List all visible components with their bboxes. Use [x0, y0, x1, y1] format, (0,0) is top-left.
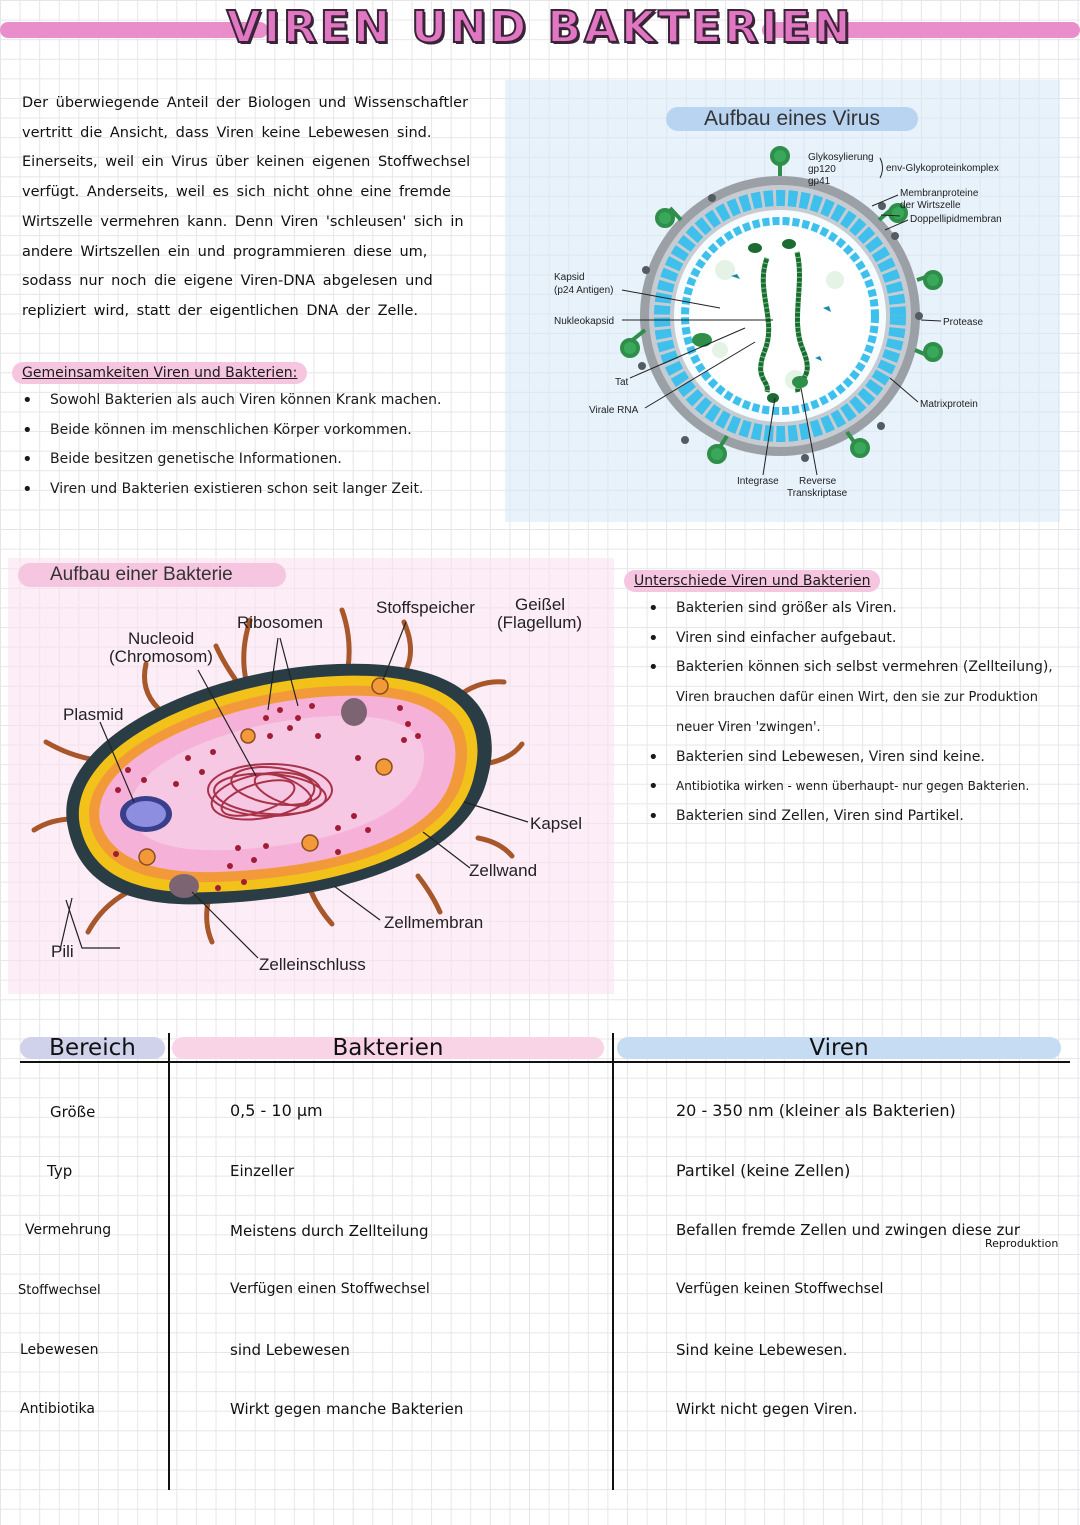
list-item-continuation: Viren brauchen dafür einen Wirt, den sie… [676, 690, 1039, 706]
intro-line: sodass nur noch die eigene Viren-DNA abg… [22, 273, 433, 290]
label-chromosom: (Chromosom) [109, 647, 213, 666]
label-matrixprotein: Matrixprotein [920, 399, 978, 410]
intro-line: vertritt die Ansicht, dass Viren keine L… [22, 124, 432, 141]
intro-line: Einerseits, weil ein Virus über keinen e… [22, 154, 471, 171]
common-heading: Gemeinsamkeiten Viren und Bakterien: [12, 362, 308, 384]
row-label-groesse: Größe [50, 1103, 96, 1121]
cell-bakterien-lebewesen: sind Lebewesen [230, 1341, 350, 1359]
cell-bakterien-antibiotika: Wirkt gegen manche Bakterien [230, 1400, 464, 1418]
cell-viren-antibiotika: Wirkt nicht gegen Viren. [676, 1400, 858, 1418]
label-integrase: Integrase [737, 476, 779, 487]
table-header-bakterien: Bakterien [172, 1037, 604, 1060]
differences-list: Bakterien sind größer als Viren. Viren s… [646, 594, 1076, 832]
row-label-antibiotika: Antibiotika [20, 1401, 95, 1417]
cell-viren-vermehrung-2: Reproduktion [985, 1237, 1059, 1250]
intro-text: Der überwiegende Anteil der Biologen und… [22, 89, 482, 327]
table-header-bereich: Bereich [20, 1037, 165, 1060]
common-list: Sowohl Bakterien als auch Viren können K… [20, 386, 490, 505]
label-plasmid: Plasmid [63, 705, 123, 724]
title-bar-left [0, 22, 268, 38]
row-label-typ: Typ [47, 1162, 73, 1180]
label-reverse: Reverse [799, 476, 837, 487]
label-transkriptase: Transkriptase [787, 488, 848, 499]
intro-line: andere Wirtszellen ein und programmieren… [22, 243, 428, 260]
list-item: Antibiotika wirken - wenn überhaupt- nur… [646, 772, 1076, 802]
cell-viren-vermehrung: Befallen fremde Zellen und zwingen diese… [676, 1221, 1021, 1239]
virus-diagram: Glykosylierung gp120 gp41 env-Glykoprote… [554, 146, 1002, 499]
cell-bakterien-typ: Einzeller [230, 1162, 294, 1180]
cell-viren-groesse: 20 - 350 nm (kleiner als Bakterien) [676, 1101, 956, 1120]
label-ribosomen: Ribosomen [237, 613, 323, 632]
label-flagellum: (Flagellum) [497, 613, 582, 632]
intro-line: Wirtszelle vermehren kann. Denn Viren 's… [22, 213, 464, 230]
intro-line: Der überwiegende Anteil der Biologen und… [22, 95, 469, 111]
table-header-viren: Viren [617, 1037, 1061, 1060]
label-protease: Protease [943, 317, 983, 328]
label-gp41: gp41 [808, 176, 831, 187]
label-doppellipidmembran: Doppellipidmembran [910, 214, 1002, 225]
intro-line: repliziert wird, statt der eigentlichen … [22, 302, 419, 319]
list-item: Bakterien können sich selbst vermehren (… [646, 653, 1076, 683]
row-label-vermehrung: Vermehrung [25, 1222, 112, 1238]
list-item: Beide besitzen genetische Informationen. [20, 445, 490, 475]
virus-diagram-title: Aufbau eines Virus [666, 107, 918, 131]
table-header-line [20, 1061, 1070, 1063]
row-label-stoffwechsel: Stoffwechsel [18, 1283, 101, 1298]
intro-line: verfügt. Anderseits, weil es sich nicht … [22, 184, 451, 201]
cell-viren-typ: Partikel (keine Zellen) [676, 1161, 851, 1180]
table-divider-2 [612, 1033, 614, 1490]
cell-viren-stoffwechsel: Verfügen keinen Stoffwechsel [676, 1281, 884, 1297]
bacteria-diagram-title: Aufbau einer Bakterie [18, 563, 286, 587]
page-title: VIREN UND BAKTERIEN [226, 1, 854, 54]
label-zellwand: Zellwand [469, 861, 537, 880]
label-virale-rna: Virale RNA [589, 405, 639, 416]
list-item: Viren und Bakterien existieren schon sei… [20, 475, 490, 505]
list-item: Bakterien sind Lebewesen, Viren sind kei… [646, 743, 1076, 773]
label-env-komplex: env-Glykoproteinkomplex [886, 163, 999, 174]
cell-bakterien-groesse: 0,5 - 10 µm [230, 1101, 323, 1120]
cell-viren-lebewesen: Sind keine Lebewesen. [676, 1341, 848, 1359]
table-divider-1 [168, 1033, 170, 1490]
label-kapsid: Kapsid [554, 272, 585, 283]
row-label-lebewesen: Lebewesen [20, 1342, 99, 1358]
list-item: Sowohl Bakterien als auch Viren können K… [20, 386, 490, 416]
cell-bakterien-vermehrung: Meistens durch Zellteilung [230, 1222, 429, 1240]
label-gp120: gp120 [808, 164, 836, 175]
list-item: Beide können im menschlichen Körper vork… [20, 416, 490, 446]
bacteria-diagram: Stoffspeicher Geißel (Flagellum) Ribosom… [31, 595, 582, 974]
list-item-continuation: neuer Viren 'zwingen'. [676, 719, 821, 735]
label-zellmembran: Zellmembran [384, 913, 483, 932]
label-wirtszelle: der Wirtszelle [900, 200, 961, 211]
label-glykosylierung: Glykosylierung [808, 152, 874, 163]
label-pili: Pili [51, 942, 74, 961]
differences-heading: Unterschiede Viren und Bakterien [624, 570, 881, 592]
label-nukleokapsid: Nukleokapsid [554, 316, 614, 327]
label-p24: (p24 Antigen) [554, 285, 614, 296]
label-stoffspeicher: Stoffspeicher [376, 598, 475, 617]
list-item: Bakterien sind Zellen, Viren sind Partik… [646, 802, 1076, 832]
label-zelleinschluss: Zelleinschluss [259, 955, 366, 974]
label-tat: Tat [615, 377, 629, 388]
list-item: Bakterien sind größer als Viren. [646, 594, 1076, 624]
title-bar-right [762, 22, 1080, 38]
label-geissel: Geißel [515, 595, 565, 614]
label-membranproteine: Membranproteine [900, 188, 979, 199]
list-item: Viren sind einfacher aufgebaut. [646, 624, 1076, 654]
label-nucleoid: Nucleoid [128, 629, 194, 648]
label-kapsel: Kapsel [530, 814, 582, 833]
cell-bakterien-stoffwechsel: Verfügen einen Stoffwechsel [230, 1281, 430, 1297]
